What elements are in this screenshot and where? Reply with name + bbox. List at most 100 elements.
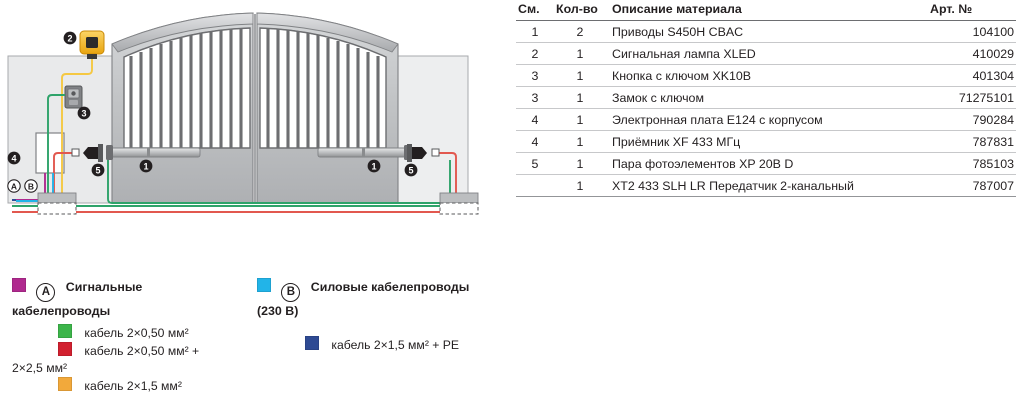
- table-header-row: См. Кол-во Описание материала Арт. №: [516, 0, 1016, 21]
- marker-actuator-right: 1: [367, 159, 381, 173]
- gate-left-leaf: [111, 12, 254, 204]
- header-desc: Описание материала: [606, 0, 928, 21]
- legend-b-header: B Силовые кабелепроводы (230 В): [257, 278, 507, 318]
- cell-desc: XT2 433 SLH LR Передатчик 2-канальный: [606, 174, 928, 197]
- legend-item: кабель 2×1,5 мм²: [58, 377, 252, 395]
- marker-actuator-left-label: 1: [143, 161, 148, 171]
- cell-art: 787007: [928, 174, 1016, 197]
- swatch-conduit-b-icon: [257, 278, 271, 292]
- legend-a-header: A Сигнальные кабелепроводы: [12, 278, 252, 318]
- cell-qty: 1: [554, 174, 606, 197]
- cable-yellow-lamp: [61, 59, 93, 196]
- legend-item-continuation: 2×2,5 мм²: [12, 360, 252, 377]
- cell-art: 787831: [928, 130, 1016, 153]
- cell-desc: Кнопка с ключом XK10B: [606, 64, 928, 87]
- cell-desc: Приёмник XF 433 МГц: [606, 130, 928, 153]
- legend-item-label: кабель 2×1,5 мм²: [84, 379, 182, 393]
- header-qty: Кол-во: [554, 0, 606, 21]
- marker-photocell-right-label: 5: [408, 165, 413, 175]
- legend-item-label: кабель 2×0,50 мм² +: [84, 344, 200, 358]
- table-row: 2 1 Сигнальная лампа XLED 410029: [516, 42, 1016, 65]
- junction-box-right: [439, 192, 479, 215]
- swatch-green-icon: [58, 324, 72, 338]
- cell-art: 785103: [928, 152, 1016, 175]
- marker-control-unit: 4: [7, 151, 21, 165]
- swatch-navy-icon: [305, 336, 319, 350]
- junction-box: [37, 192, 77, 215]
- legend-item: кабель 2×0,50 мм² +: [58, 342, 252, 360]
- table-row: 1 2 Приводы S450H CBAC 104100: [516, 20, 1016, 43]
- cell-qty: 2: [554, 20, 606, 43]
- cell-see: 2: [516, 42, 554, 65]
- legend-item: кабель 2×1,5 мм² + PE: [305, 336, 507, 354]
- legend-a-title-line2: кабелепроводы: [12, 304, 111, 318]
- legend-item-label: кабель 2×1,5 мм² + PE: [331, 338, 460, 352]
- swatch-orange-icon: [58, 377, 72, 391]
- conduit-marker-b: B: [24, 179, 38, 193]
- signal-lamp: [79, 30, 105, 59]
- cell-see: [516, 174, 554, 197]
- cell-see: 3: [516, 86, 554, 109]
- cell-desc: Пара фотоэлементов XP 20B D: [606, 152, 928, 175]
- marker-key-switch-label: 3: [81, 108, 86, 118]
- marker-actuator-right-label: 1: [371, 161, 376, 171]
- conduit-marker-a-label: A: [11, 181, 17, 191]
- cell-see: 1: [516, 20, 554, 43]
- parts-table: См. Кол-во Описание материала Арт. № 1 2…: [516, 0, 1016, 197]
- legend-badge-b: B: [281, 283, 301, 302]
- legend-item: кабель 2×0,50 мм²: [58, 324, 252, 342]
- legend-badge-a: A: [36, 283, 56, 302]
- cable-red-photocell-right: [437, 152, 457, 196]
- legend-item-label: кабель 2×0,50 мм²: [84, 326, 189, 340]
- cell-desc: Замок с ключом: [606, 86, 928, 109]
- table-row: 3 1 Кнопка с ключом XK10B 401304: [516, 64, 1016, 87]
- parts-table-body: 1 2 Приводы S450H CBAC 104100 2 1 Сигнал…: [516, 20, 1016, 197]
- cell-see: 3: [516, 64, 554, 87]
- cell-desc: Приводы S450H CBAC: [606, 20, 928, 43]
- marker-key-switch: 3: [77, 106, 91, 120]
- table-row: 3 1 Замок с ключом 71275101: [516, 86, 1016, 109]
- cell-qty: 1: [554, 42, 606, 65]
- header-art: Арт. №: [928, 0, 1016, 21]
- cell-desc: Электронная плата E124 с корпусом: [606, 108, 928, 131]
- legend-a-title-line1: Сигнальные: [65, 280, 143, 294]
- right-pillar: [395, 55, 469, 204]
- marker-photocell-left: 5: [91, 163, 105, 177]
- cell-art: 71275101: [928, 86, 1016, 109]
- key-switch: [64, 85, 83, 109]
- cell-qty: 1: [554, 152, 606, 175]
- swatch-red-icon: [58, 342, 72, 356]
- cell-qty: 1: [554, 108, 606, 131]
- cell-art: 790284: [928, 108, 1016, 131]
- legend-item-label-wrap: 2×2,5 мм²: [12, 361, 68, 375]
- photocell-left: [71, 144, 103, 162]
- cell-art: 401304: [928, 64, 1016, 87]
- parts-table-container: См. Кол-во Описание материала Арт. № 1 2…: [516, 0, 1016, 197]
- conduit-marker-a: A: [7, 179, 21, 193]
- header-see: См.: [516, 0, 554, 21]
- marker-control-unit-label: 4: [11, 153, 16, 163]
- table-row: 5 1 Пара фотоэлементов XP 20B D 785103: [516, 152, 1016, 175]
- cell-qty: 1: [554, 130, 606, 153]
- cell-qty: 1: [554, 86, 606, 109]
- control-unit: [35, 132, 65, 174]
- table-row: 1 XT2 433 SLH LR Передатчик 2-канальный …: [516, 174, 1016, 197]
- legend-b-items: кабель 2×1,5 мм² + PE: [305, 336, 507, 354]
- conduit-marker-b-label: B: [28, 181, 34, 191]
- cell-see: 5: [516, 152, 554, 175]
- legend-group-power: B Силовые кабелепроводы (230 В) кабель 2…: [257, 278, 507, 354]
- gate-installation-diagram: 2 3 4 A B: [0, 0, 510, 240]
- cell-art: 410029: [928, 42, 1016, 65]
- cell-see: 4: [516, 130, 554, 153]
- marker-signal-lamp-label: 2: [67, 33, 72, 43]
- cell-see: 4: [516, 108, 554, 131]
- table-row: 4 1 Электронная плата E124 с корпусом 79…: [516, 108, 1016, 131]
- cable-green-keyswitch: [47, 94, 65, 196]
- photocell-right: [407, 144, 440, 162]
- legend-group-signal: A Сигнальные кабелепроводы кабель 2×0,50…: [12, 278, 252, 395]
- marker-photocell-right: 5: [404, 163, 418, 177]
- marker-actuator-left: 1: [139, 159, 153, 173]
- gate-right-leaf: [254, 12, 399, 204]
- swatch-conduit-a-icon: [12, 278, 26, 292]
- legend-a-items: кабель 2×0,50 мм² кабель 2×0,50 мм² + 2×…: [12, 324, 252, 395]
